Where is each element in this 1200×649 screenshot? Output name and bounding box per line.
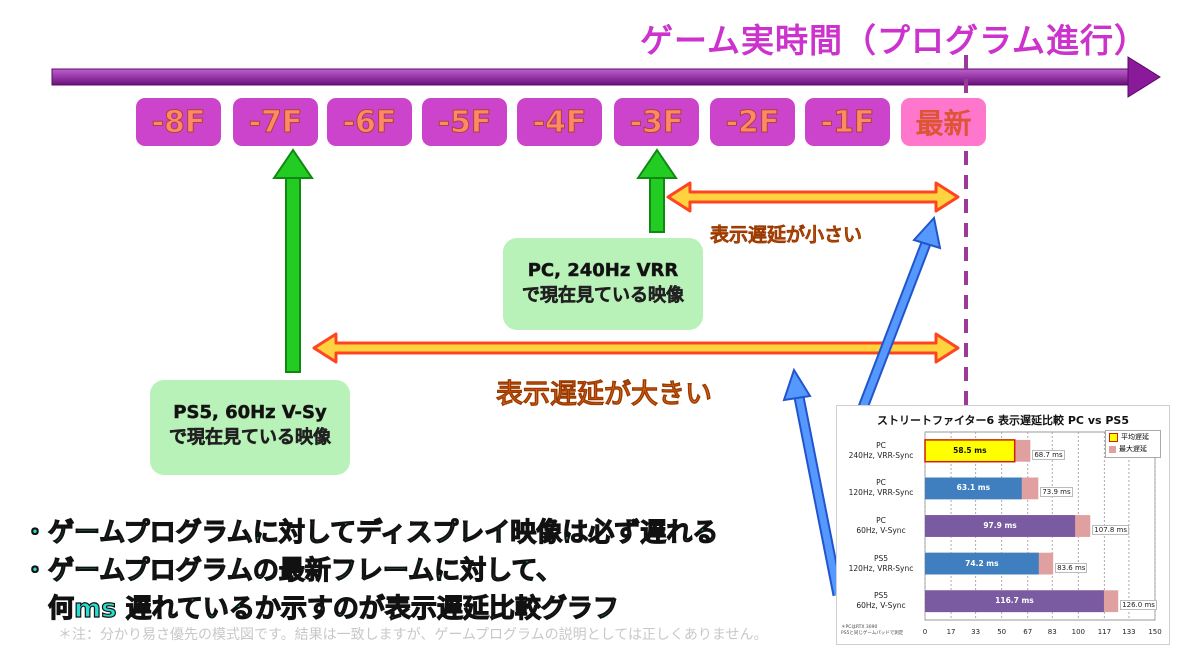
max-value-label: 83.6 ms bbox=[1055, 562, 1088, 573]
x-tick-label: 83 bbox=[1047, 628, 1057, 636]
x-tick-label: 0 bbox=[922, 628, 928, 636]
x-tick-label: 33 bbox=[971, 628, 981, 636]
category-label-line: PC bbox=[876, 516, 886, 525]
bullet-3: 何ms 遅れているか示すのが表示遅延比較グラフ bbox=[22, 593, 619, 624]
max-value-label: 73.9 ms bbox=[1040, 487, 1073, 498]
timeline-arrow bbox=[51, 56, 1161, 98]
x-tick-label: 67 bbox=[1023, 628, 1033, 636]
average-latency-bar bbox=[925, 515, 1076, 537]
x-tick-label: 100 bbox=[1071, 628, 1086, 636]
frame-box-minus5: -5F bbox=[422, 98, 507, 146]
category-label-line: 60Hz, V-Sync bbox=[856, 601, 906, 611]
max-value-label: 126.0 ms bbox=[1120, 600, 1157, 611]
ps5-caption-line2: で現在見ている映像 bbox=[169, 427, 332, 449]
pc-frame-arrow bbox=[636, 148, 678, 233]
average-value-label: 63.1 ms bbox=[956, 483, 991, 493]
frame-box-latest: 最新 bbox=[901, 98, 986, 146]
max-value-label: 68.7 ms bbox=[1032, 449, 1065, 460]
pc-caption-line2: で現在見ている映像 bbox=[522, 285, 685, 307]
chart-footnote-line2: PS5と同じゲームパッドで測定 bbox=[841, 631, 904, 636]
ps5-caption-box: PS5, 60Hz V-Sy で現在見ている映像 bbox=[150, 380, 350, 475]
chart-footnote: ＊PCはRTX 3090 PS5と同じゲームパッドで測定 bbox=[841, 625, 921, 637]
x-tick-label: 50 bbox=[997, 628, 1007, 636]
diagram-title: ゲーム実時間（プログラム進行） bbox=[640, 21, 1149, 60]
average-latency-bar bbox=[924, 439, 1016, 463]
legend-label-max: 最大遅延 bbox=[1119, 445, 1147, 453]
small-delay-label: 表示遅延が小さい bbox=[710, 224, 863, 247]
legend-swatch-max bbox=[1109, 445, 1116, 453]
category-label-line: 120Hz, VRR-Sync bbox=[848, 563, 914, 573]
pc-caption-line1: PC, 240Hz VRR bbox=[527, 260, 679, 282]
average-value-label: 97.9 ms bbox=[983, 521, 1017, 530]
category-label-line: 120Hz, VRR-Sync bbox=[848, 488, 914, 498]
blue-arrow-pc bbox=[856, 215, 942, 412]
large-delay-double-arrow bbox=[312, 332, 960, 364]
bullet-2: ・ゲームプログラムの最新フレームに対して、 bbox=[21, 555, 563, 586]
ps5-frame-arrow bbox=[272, 148, 314, 373]
max-value-label: 107.8 ms bbox=[1092, 525, 1130, 535]
average-latency-bar bbox=[925, 552, 1039, 575]
average-latency-bar bbox=[925, 590, 1104, 613]
average-latency-bar bbox=[925, 477, 1022, 500]
chart-title: ストリートファイター6 表示遅延比較 PC vs PS5 bbox=[876, 414, 1130, 427]
large-delay-label: 表示遅延が大きい bbox=[496, 379, 713, 411]
frame-box-minus3: -3F bbox=[614, 98, 699, 146]
legend-item-average: 平均遅延 bbox=[1106, 431, 1160, 443]
category-label-line: 240Hz, VRR-Sync bbox=[848, 450, 914, 460]
average-value-label: 74.2 ms bbox=[965, 558, 999, 568]
chart-footnote-line1: ＊PCはRTX 3090 bbox=[841, 625, 878, 630]
legend-item-max: 最大遅延 bbox=[1106, 443, 1160, 455]
latency-comparison-chart: ストリートファイター6 表示遅延比較 PC vs PS5 0 17 33 50 67 83… bbox=[836, 405, 1170, 645]
x-tick-label: 150 bbox=[1148, 628, 1162, 636]
category-label-line: 60Hz, V-Sync bbox=[856, 526, 906, 535]
x-tick-label: 133 bbox=[1122, 628, 1136, 636]
category-label-line: PS5 bbox=[873, 553, 889, 563]
frame-box-minus6: -6F bbox=[327, 98, 412, 146]
legend-label-average: 平均遅延 bbox=[1121, 433, 1149, 441]
legend-swatch-average bbox=[1109, 432, 1118, 442]
blue-arrow-ps5 bbox=[782, 367, 844, 597]
ps5-caption-line1: PS5, 60Hz V-Sy bbox=[173, 402, 327, 424]
frame-box-minus2: -2F bbox=[710, 98, 795, 146]
bullet-1: ・ゲームプログラムに対してディスプレイ映像は必ず遅れる bbox=[21, 517, 719, 548]
chart-plot-area bbox=[924, 431, 1156, 621]
category-label-line: PC bbox=[876, 478, 886, 488]
frame-box-minus1: -1F bbox=[805, 98, 890, 146]
x-tick-label: 117 bbox=[1097, 628, 1112, 636]
category-label-line: PC bbox=[876, 440, 886, 450]
chart-legend: 平均遅延 最大遅延 bbox=[1105, 430, 1161, 458]
category-label-line: PS5 bbox=[873, 591, 889, 601]
frame-box-minus4: -4F bbox=[517, 98, 602, 146]
small-delay-double-arrow bbox=[666, 181, 960, 213]
average-value-label: 58.5 ms bbox=[953, 445, 987, 455]
disclaimer-note: ＊注：分かり易さ優先の模式図です。結果は一致しますが、ゲームプログラムの説明とし… bbox=[58, 627, 768, 643]
x-tick-label: 17 bbox=[946, 628, 956, 636]
frame-box-minus7: -7F bbox=[233, 98, 318, 146]
average-value-label: 116.7 ms bbox=[995, 596, 1034, 606]
frame-box-minus8: -8F bbox=[136, 98, 221, 146]
pc-caption-box: PC, 240Hz VRR で現在見ている映像 bbox=[503, 238, 703, 330]
